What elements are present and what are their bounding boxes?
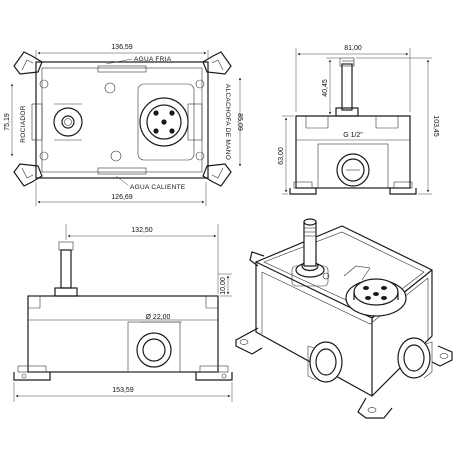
iso-body [255,225,433,397]
mounting-ear-top-right [202,51,232,75]
iso-outlet-right [397,337,431,379]
side-view-total-height: 103,45 [432,115,439,137]
label-agua-caliente: AGUA CALIENTE [130,184,186,191]
front-stem [60,249,72,289]
mounting-ear-bottom-left [13,163,43,187]
front-outlet [136,332,172,368]
front-view-body [27,295,219,373]
iso-ear-front [357,397,393,419]
left-outlet [53,107,83,137]
mounting-ear-bottom-right [202,163,232,187]
top-view-right-height: 85,09 [236,113,243,131]
iso-ear-right [431,345,453,367]
top-view-lower-width: 126,69 [111,194,133,201]
top-view-body [35,61,209,179]
front-view: 132,50 10,00 Ø 22,00 153,59 [13,224,233,402]
front-view-top-offset: 10,00 [220,277,227,295]
side-view-body-height: 63,00 [278,147,285,165]
label-rociador: ROCIADOR [20,105,27,142]
isometric-view [235,218,453,419]
side-view: 81,00 40,45 G 1/2" 63,00 103,45 [278,45,439,195]
side-view-stem-height: 40,45 [322,79,329,97]
mounting-ear-top-left [13,51,43,75]
front-view-overall-width: 153,59 [112,387,134,394]
thread-port [336,153,370,187]
side-view-thread: G 1/2" [343,132,363,139]
front-view-outlet-diameter: Ø 22,00 [146,314,171,321]
top-view-left-height: 75,19 [4,113,11,131]
side-view-body [295,115,411,189]
stem [341,63,353,111]
iso-ear-left [235,327,263,355]
top-view-overall-width: 136,59 [111,44,133,51]
iso-stem [303,221,317,267]
label-alcachofa-de-mano: ALCACHOFA DE MANO [224,84,231,160]
side-view-width: 81,00 [344,45,362,52]
front-view-stem-offset: 132,50 [131,227,153,234]
label-agua-fria: AGUA FRIA [134,56,172,63]
iso-outlet-left [309,341,343,383]
top-view: 136,59 AGUA FRIA AGUA CALIENTE 126,69 75… [4,44,243,206]
